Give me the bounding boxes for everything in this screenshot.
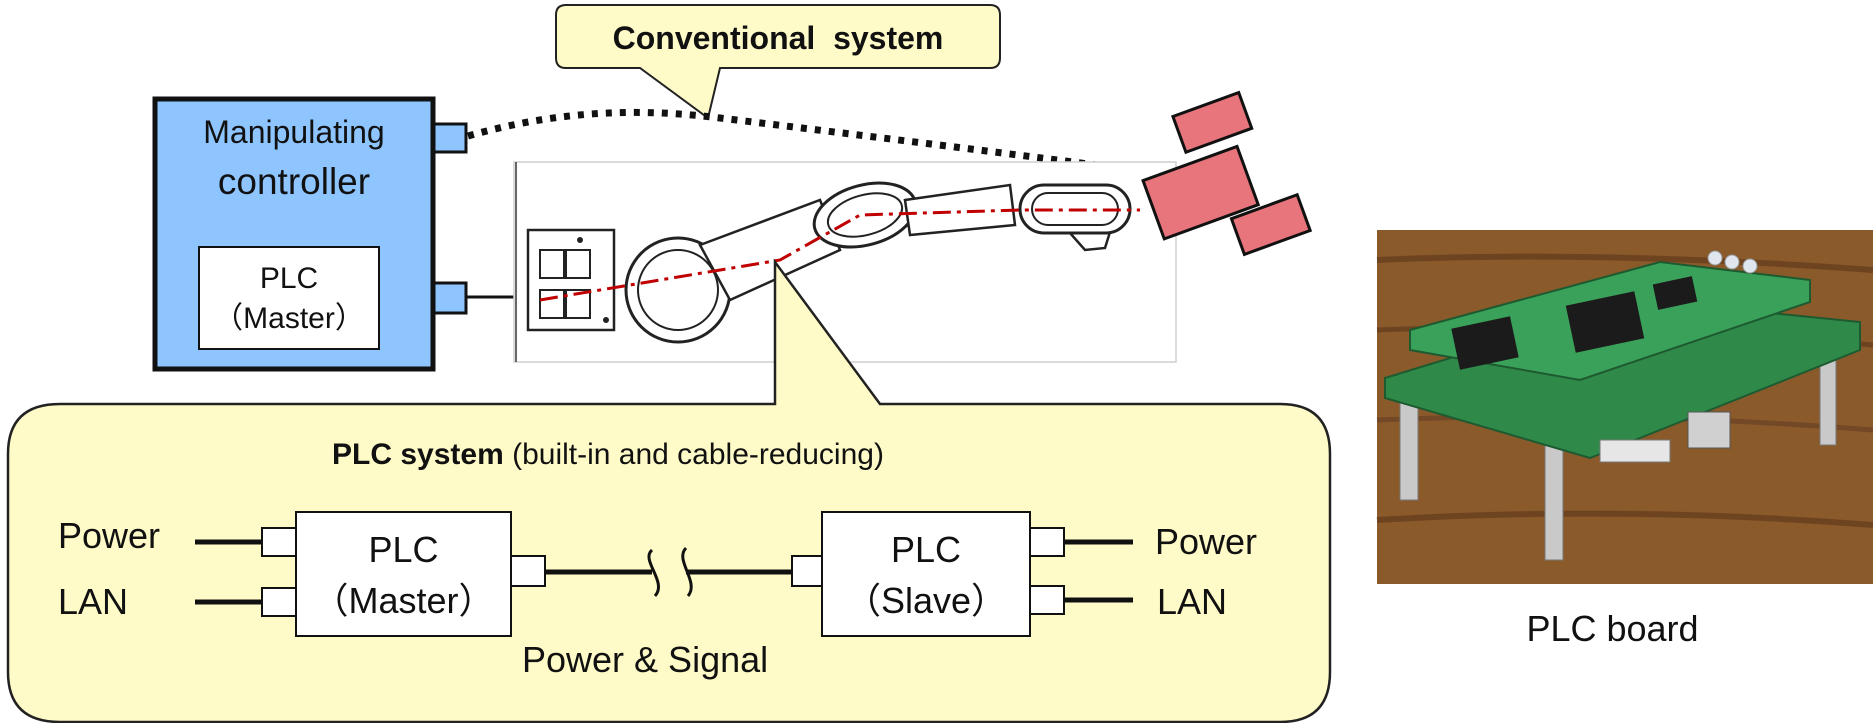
controller-title-line1: Manipulating [203,114,385,150]
plc-system-title-bold: PLC system [332,438,504,471]
photo-caption: PLC board [1526,608,1699,649]
plc-master-line2: （Master） [312,580,495,621]
slave-port-power [1029,527,1065,557]
link-label: Power & Signal [522,639,769,680]
controller-port-bottom [432,281,468,315]
master-port-power [261,527,297,557]
plc-master-line1: PLC [368,529,439,570]
cable-break-icon [647,546,693,598]
plc-slave-line1: PLC [890,529,962,570]
left-lan-label: LAN [58,581,129,622]
left-power-label: Power [58,515,161,556]
conventional-callout-label: Conventional system [612,20,944,56]
conventional-callout [555,4,1001,120]
controller-plc-line2: （Master） [213,302,365,335]
robot-arm-icon [513,161,1177,363]
right-power-label: Power [1155,521,1258,562]
master-port-link [510,555,546,587]
gripper-icon [1141,90,1313,257]
plc-system-title: PLC system (built-in and cable-reducing) [332,440,884,470]
controller-plc-box [198,246,380,350]
slave-port-link [791,555,823,587]
master-port-lan [261,587,297,617]
plc-system-title-rest: (built-in and cable-reducing) [503,438,884,471]
plc-board-photo-icon [1376,230,1873,584]
right-lan-label: LAN [1157,581,1228,622]
controller-port-top [432,122,468,154]
plc-slave-line2: （Slave） [844,580,1008,621]
slave-port-lan [1029,585,1065,615]
controller-title-line2: controller [217,161,371,202]
controller-plc-line1: PLC [259,262,319,295]
